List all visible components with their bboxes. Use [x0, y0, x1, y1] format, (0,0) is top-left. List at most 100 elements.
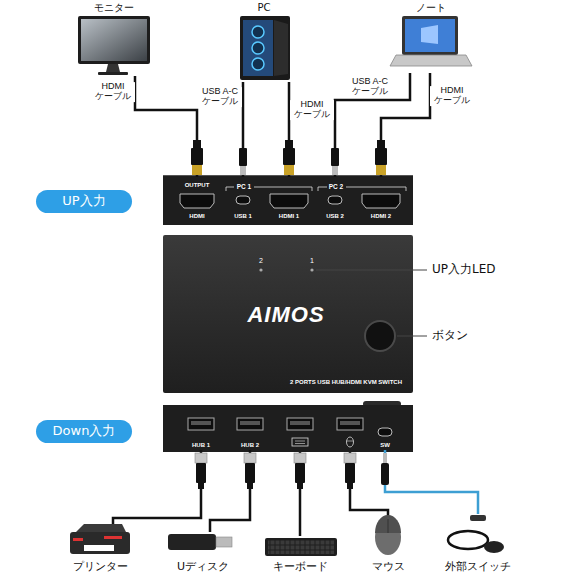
usb-a-port: [237, 418, 263, 430]
badge-text: UP入力: [62, 194, 105, 208]
external-switch-drawing: [448, 515, 504, 553]
notebook-drawing: [390, 16, 472, 66]
port-tongue: [340, 421, 360, 425]
plug-body: [345, 463, 355, 483]
hdmi-input-port: HDMI 2: [358, 177, 404, 221]
coiled-cable: [448, 531, 488, 549]
device-name: 外部スイッチ: [445, 561, 511, 573]
printer-device: プリンター: [60, 524, 140, 575]
port-tongue: [290, 421, 310, 425]
peripheral-wires: [300, 452, 388, 536]
device-name: マウス: [372, 561, 405, 573]
usb-a-port: [188, 418, 214, 430]
cable-label: USB A-C ケーブル: [348, 77, 392, 97]
device-name: キーボード: [273, 561, 328, 573]
plug-body: [245, 463, 255, 483]
notebook-device: ノート: [388, 1, 474, 73]
device-name: Uディスク: [177, 561, 229, 573]
mouse-buttons: [375, 515, 401, 533]
section-badge: Down入力: [36, 420, 132, 443]
usb-a-plug: [195, 453, 207, 489]
plug-head: [195, 453, 207, 463]
printer-drawing: [70, 524, 130, 554]
switch-body: [163, 235, 427, 393]
pc-glass: [243, 20, 273, 76]
hdmi-plug: [283, 140, 295, 175]
hdmi-plug: [191, 140, 203, 175]
external-switch-device: 外部スイッチ: [432, 514, 524, 575]
switch-port: SW: [372, 410, 398, 450]
usb-a-plug: [244, 453, 256, 489]
cable-connector: [335, 73, 410, 177]
plug-head: [244, 453, 256, 463]
cable-label: HDMI ケーブル: [430, 86, 474, 106]
brand-logo: AIMOS: [247, 303, 324, 327]
device-name: PC: [257, 2, 270, 13]
port-label: HDMI: [189, 213, 204, 219]
switch-button: [365, 321, 395, 351]
plug-body: [239, 148, 247, 166]
hdmi-plug: [375, 140, 387, 175]
mouse-icon-line: [347, 441, 354, 442]
cable-label: HDMI ケーブル: [290, 100, 334, 120]
usb-a-port: [337, 418, 363, 430]
cable-label: HDMI ケーブル: [91, 82, 135, 102]
keyboard-drawing: [265, 538, 337, 556]
jack-plug: [470, 515, 486, 521]
leader-line: [316, 270, 427, 271]
printer-body: [70, 532, 130, 554]
notebook-lid: [402, 16, 458, 55]
plug-tip: [332, 166, 338, 175]
usb-a-port: [287, 418, 313, 430]
plug-body: [331, 148, 339, 166]
monitor-drawing: [78, 16, 150, 75]
pc-side: [274, 20, 288, 76]
plug-head: [294, 453, 306, 463]
pc-fan: [252, 42, 264, 54]
led-number: 1: [310, 257, 314, 265]
usb-stick-plug: [216, 537, 232, 547]
panel-face: [163, 405, 413, 452]
usb-a-plug: [344, 453, 356, 489]
plug-body: [381, 463, 389, 485]
pc-device: PC: [232, 1, 296, 82]
port-label: USB 1: [234, 213, 252, 219]
monitor-screen: [81, 19, 147, 61]
mouse-drawing: [375, 515, 401, 555]
bottom-panel: [163, 401, 413, 452]
monitor-frame: [78, 16, 150, 64]
keyboard-icon: [292, 438, 308, 446]
plug-tip: [383, 453, 387, 463]
usb-a-plug: [294, 453, 306, 489]
keyboard-icon-keys: [295, 441, 305, 444]
body-face: [163, 235, 413, 393]
port-label: OUTPUT: [185, 182, 210, 188]
notebook-screen: [405, 19, 455, 52]
badge-text: Down入力: [53, 424, 116, 438]
cable-connector: [385, 450, 478, 514]
keyboard-keys: [268, 540, 334, 554]
monitor-device: モニター: [72, 1, 156, 76]
section-badge: UP入力: [36, 190, 132, 213]
usb-disk-device: Uディスク: [165, 532, 241, 575]
audio-plug: [381, 453, 389, 485]
mouse-icon: [347, 437, 354, 447]
device-name: ノート: [416, 2, 446, 13]
device-name: プリンター: [73, 561, 128, 573]
device-name: モニター: [94, 2, 134, 13]
hdmi-output-port: OUTPUT HDMI: [176, 177, 218, 221]
usb-stick-body: [168, 534, 216, 550]
panel-face: [163, 175, 413, 225]
pc-fan: [252, 58, 264, 70]
cable-label: USB A-C ケーブル: [198, 87, 242, 107]
plug-tip: [192, 165, 202, 175]
usb-c-plug: [239, 148, 247, 175]
leader-line: [397, 336, 427, 337]
printer-paper: [84, 545, 114, 551]
port-tongue: [191, 421, 211, 425]
usb-hub-port: HUB 1: [184, 410, 218, 450]
model-name: 2 PORTS USB HUB/HDMI KVM SWITCH: [290, 379, 402, 386]
